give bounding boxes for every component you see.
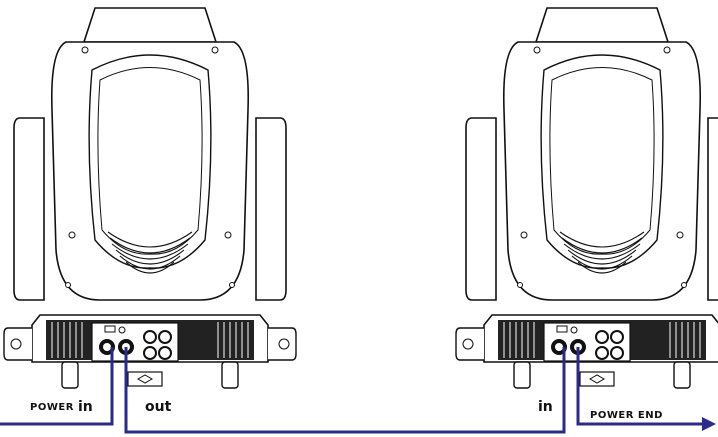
fixture-left — [3, 7, 297, 389]
out-label: out — [145, 399, 172, 415]
power-in-caps-label: POWER — [30, 402, 74, 413]
power-end-label: POWER END — [590, 410, 663, 421]
arrow-right-icon — [702, 417, 716, 431]
fixture-right — [455, 7, 718, 389]
link-cable — [124, 347, 566, 434]
in-label: in — [538, 399, 553, 415]
power-in-word-label: in — [78, 399, 93, 415]
power-in-line — [0, 347, 114, 426]
power-end-line — [576, 347, 704, 426]
